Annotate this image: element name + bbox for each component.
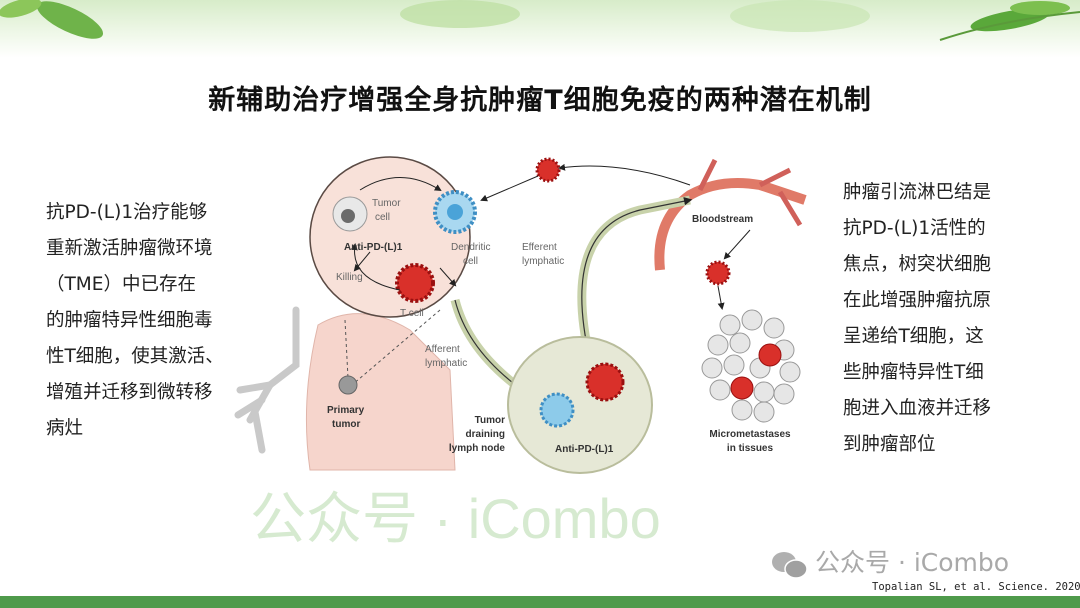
bloodstream-label: Bloodstream: [692, 214, 753, 225]
tumor-cell-label: Tumor: [372, 198, 401, 209]
lymph-node-label: lymph node: [449, 443, 506, 454]
text-line: 的肿瘤特异性细胞毒: [46, 310, 213, 331]
text-line: 呈递给T细胞，这: [843, 326, 984, 347]
circulating-t-cell: [535, 157, 561, 183]
bronchi: [234, 306, 300, 454]
watermark-text: 公众号 · iCombo: [815, 548, 1010, 577]
afferent-label: lymphatic: [425, 358, 467, 369]
text-line: 病灶: [46, 418, 84, 439]
killing-label: Killing: [336, 272, 363, 283]
citation: Topalian SL, et al. Science. 2020: [872, 581, 1080, 593]
t-cell-node: [585, 362, 625, 402]
circulating-t-cell: [705, 260, 731, 286]
lung: [305, 313, 456, 471]
text-line: 焦点，树突状细胞: [843, 254, 992, 275]
leaf-decoration: [0, 0, 1080, 41]
micrometastases-cluster: [701, 309, 801, 423]
micrometastases-label: Micrometastases: [709, 429, 791, 440]
primary-tumor-label: Primary: [327, 405, 365, 416]
text-line: 抗PD-(L)1活性的: [843, 218, 986, 239]
lymph-node-anti-pd-l1-label: Anti-PD-(L)1: [555, 444, 614, 455]
text-line: 在此增强肿瘤抗原: [843, 290, 992, 311]
right-description: 肿瘤引流淋巴结是 抗PD-(L)1活性的 焦点，树突状细胞 在此增强肿瘤抗原 呈…: [843, 175, 1063, 463]
wechat-icon: [772, 552, 808, 579]
micrometastases-label: in tissues: [727, 443, 774, 454]
text-line: 抗PD-(L)1治疗能够: [46, 202, 208, 223]
t-cell-label: T cell: [400, 308, 424, 319]
dendritic-cell-label: Dendritic: [451, 242, 490, 253]
text-line: 胞进入血液并迁移: [843, 398, 992, 419]
primary-tumor-cell: [338, 375, 358, 395]
text-line: 些肿瘤特异性T细: [843, 362, 984, 383]
text-line: （TME）中已存在: [46, 274, 196, 295]
efferent-label: lymphatic: [522, 256, 564, 267]
text-line: 到肿瘤部位: [843, 434, 936, 455]
afferent-label: Afferent: [425, 344, 460, 355]
t-cell: [395, 263, 435, 303]
lymph-node-label: Tumor: [475, 415, 505, 426]
left-description: 抗PD-(L)1治疗能够 重新激活肿瘤微环境 （TME）中已存在 的肿瘤特异性细…: [46, 195, 246, 447]
leaf-banner: [0, 0, 1080, 58]
dendritic-cell-label: cell: [463, 256, 478, 267]
tme-inset: [309, 156, 471, 318]
efferent-label: Efferent: [522, 242, 557, 253]
efferent-lymphatic: [577, 195, 691, 362]
dendritic-cell-node: [539, 392, 575, 428]
text-line: 性T细胞，使其激活、: [46, 346, 224, 367]
anti-pd-l1-label: Anti-PD-(L)1: [344, 242, 403, 253]
bottom-bar: [0, 596, 1080, 608]
text-line: 增殖并迁移到微转移: [46, 382, 213, 403]
bloodstream-vessel: [654, 178, 807, 271]
text-line: 重新激活肿瘤微环境: [46, 238, 213, 259]
primary-tumor-label: tumor: [332, 419, 360, 430]
tumor-cell-label: cell: [375, 212, 390, 223]
diagram-watermark: 公众号 · iCombo: [250, 487, 661, 550]
lymph-node-label: draining: [466, 429, 505, 440]
slide-title: 新辅助治疗增强全身抗肿瘤T细胞免疫的两种潜在机制: [208, 85, 872, 116]
text-line: 肿瘤引流淋巴结是: [843, 182, 992, 203]
